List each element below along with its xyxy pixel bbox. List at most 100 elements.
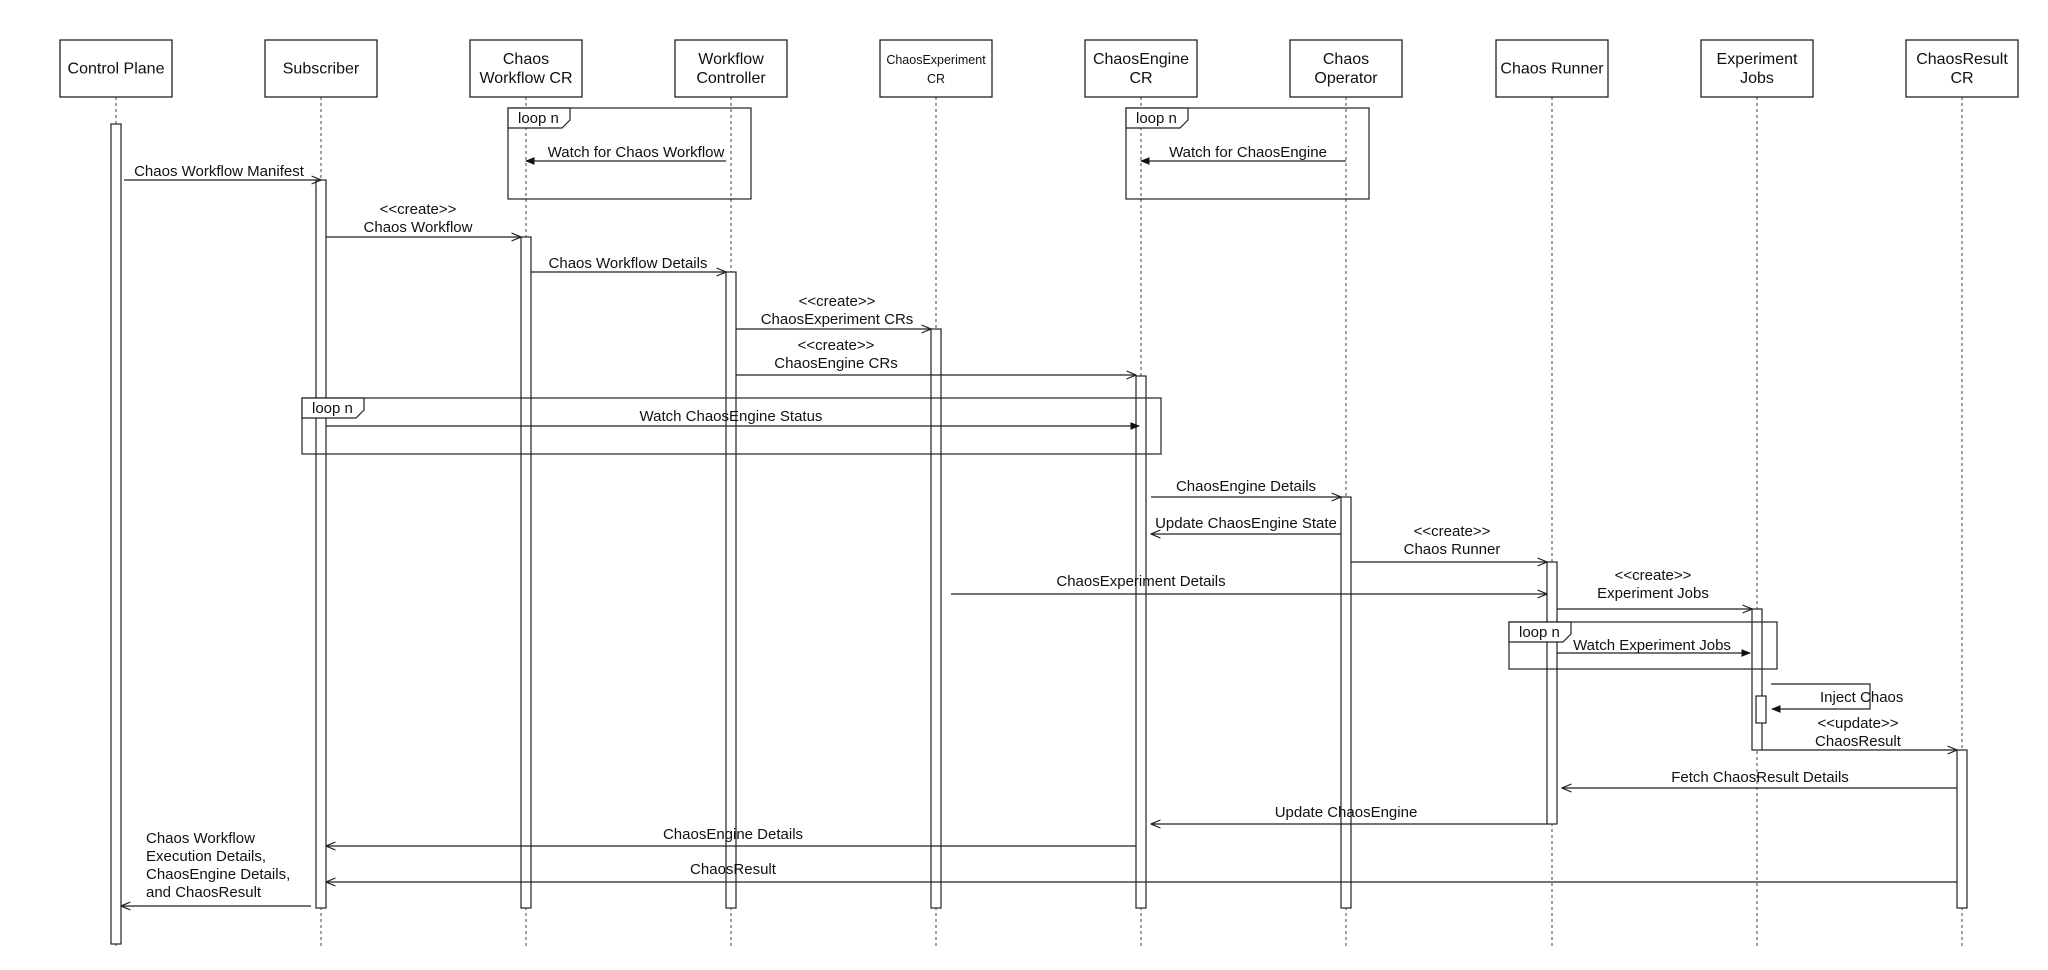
message-m4: <<create>>Chaos Workflow <box>326 201 521 237</box>
lifeline-label: Operator <box>1314 70 1378 87</box>
message-label: ChaosEngine Details <box>663 826 803 843</box>
message-label: Watch for ChaosEngine <box>1169 144 1327 161</box>
message-m20: ChaosResult <box>326 861 1957 882</box>
loop-fragment: loop n <box>301 397 1162 455</box>
message-label: ChaosExperiment CRs <box>761 311 914 328</box>
loop-fragment: loop n <box>507 107 752 200</box>
lifeline-header-box <box>1289 39 1403 98</box>
message-label: ChaosEngine CRs <box>774 355 897 372</box>
lifeline-label: Control Plane <box>68 61 165 78</box>
message-m3: Chaos Workflow Manifest <box>124 163 321 180</box>
lifeline-subscriber: Subscriber <box>264 39 378 946</box>
message-m18: Update ChaosEngine <box>1151 804 1547 824</box>
message-label: <<create>> <box>1414 523 1491 540</box>
message-label: ChaosExperiment Details <box>1056 573 1225 590</box>
lifeline-header-box <box>1905 39 2019 98</box>
message-label: <<create>> <box>1615 567 1692 584</box>
message-label: Chaos Workflow Manifest <box>134 163 305 180</box>
loop-label: loop n <box>312 400 353 417</box>
message-label: Watch Experiment Jobs <box>1573 637 1731 654</box>
message-m9: ChaosEngine Details <box>1151 478 1341 497</box>
lifeline-label: Subscriber <box>283 61 360 78</box>
message-label: <<create>> <box>798 337 875 354</box>
message-m15: Inject Chaos <box>1771 683 1903 709</box>
message-m13: <<create>>Experiment Jobs <box>1557 567 1752 609</box>
activation-bar <box>725 271 737 909</box>
loop-frame <box>1125 107 1370 200</box>
message-label: <<create>> <box>799 293 876 310</box>
lifeline-label: CR <box>927 72 945 86</box>
message-label: Chaos Runner <box>1404 541 1501 558</box>
message-m14: Watch Experiment Jobs <box>1557 637 1750 654</box>
lifeline-label: ChaosExperiment <box>886 53 986 67</box>
lifeline-chaos-runner: Chaos Runner <box>1495 39 1609 946</box>
lifeline-label: Jobs <box>1740 70 1774 87</box>
lifeline-label: ChaosEngine <box>1093 51 1189 68</box>
lifeline-header-box <box>469 39 583 98</box>
activation-bar-nested <box>1755 695 1767 724</box>
loop-tab <box>1125 107 1189 129</box>
lifeline-header-box <box>674 39 788 98</box>
activation-bar <box>110 123 122 945</box>
message-m7: <<create>>ChaosEngine CRs <box>736 337 1136 375</box>
message-label: Inject Chaos <box>1820 689 1903 706</box>
message-m17: Fetch ChaosResult Details <box>1562 769 1957 788</box>
lifeline-header-box <box>1084 39 1198 98</box>
message-label: Chaos Workflow <box>364 219 473 236</box>
loop-frame <box>507 107 752 200</box>
message-label: Execution Details, <box>146 848 266 865</box>
activation-bar <box>520 236 532 909</box>
activation-bar <box>1135 375 1147 909</box>
message-m10: Update ChaosEngine State <box>1151 515 1341 534</box>
activation-bar <box>1340 496 1352 909</box>
message-label: ChaosEngine Details, <box>146 866 290 883</box>
message-m19: ChaosEngine Details <box>326 826 1136 846</box>
loop-label: loop n <box>1519 624 1560 641</box>
loop-fragment: loop n <box>1125 107 1370 200</box>
loop-tab <box>1508 621 1572 643</box>
message-label: Update ChaosEngine State <box>1155 515 1337 532</box>
message-m1: Watch for Chaos Workflow <box>526 144 726 161</box>
lifeline-control-plane: Control Plane <box>59 39 173 946</box>
message-label: ChaosResult <box>690 861 777 878</box>
message-label: and ChaosResult <box>146 884 262 901</box>
message-m5: Chaos Workflow Details <box>531 255 726 272</box>
message-label: Watch ChaosEngine Status <box>640 408 823 425</box>
message-label: <<create>> <box>380 201 457 218</box>
message-label: Watch for Chaos Workflow <box>548 144 725 161</box>
message-m2: Watch for ChaosEngine <box>1141 144 1346 161</box>
message-label: Experiment Jobs <box>1597 585 1709 602</box>
loop-label: loop n <box>1136 110 1177 127</box>
lifeline-label: Chaos Runner <box>1500 61 1604 78</box>
lifeline-label: Experiment <box>1717 51 1798 68</box>
message-m12: ChaosExperiment Details <box>951 573 1547 594</box>
activation-bar <box>1751 608 1763 751</box>
lifeline-header-box <box>264 39 378 98</box>
lifeline-label: ChaosResult <box>1916 51 2008 68</box>
activation-bar <box>1956 749 1968 909</box>
activation-bar <box>1546 561 1558 825</box>
loop-tab <box>507 107 571 129</box>
lifeline-label: Chaos <box>1323 51 1369 68</box>
activation-bar <box>930 328 942 909</box>
message-m6: <<create>>ChaosExperiment CRs <box>736 293 931 329</box>
message-label: Update ChaosEngine <box>1275 804 1418 821</box>
lifeline-label: Chaos <box>503 51 549 68</box>
message-m8: Watch ChaosEngine Status <box>326 408 1139 426</box>
loop-tab <box>301 397 365 419</box>
loop-label: loop n <box>518 110 559 127</box>
lifeline-header-box <box>1700 39 1814 98</box>
lifeline-header-box <box>59 39 173 98</box>
message-label: <<update>> <box>1818 715 1899 732</box>
loop-frame <box>1508 621 1778 670</box>
lifeline-label: CR <box>1950 70 1973 87</box>
